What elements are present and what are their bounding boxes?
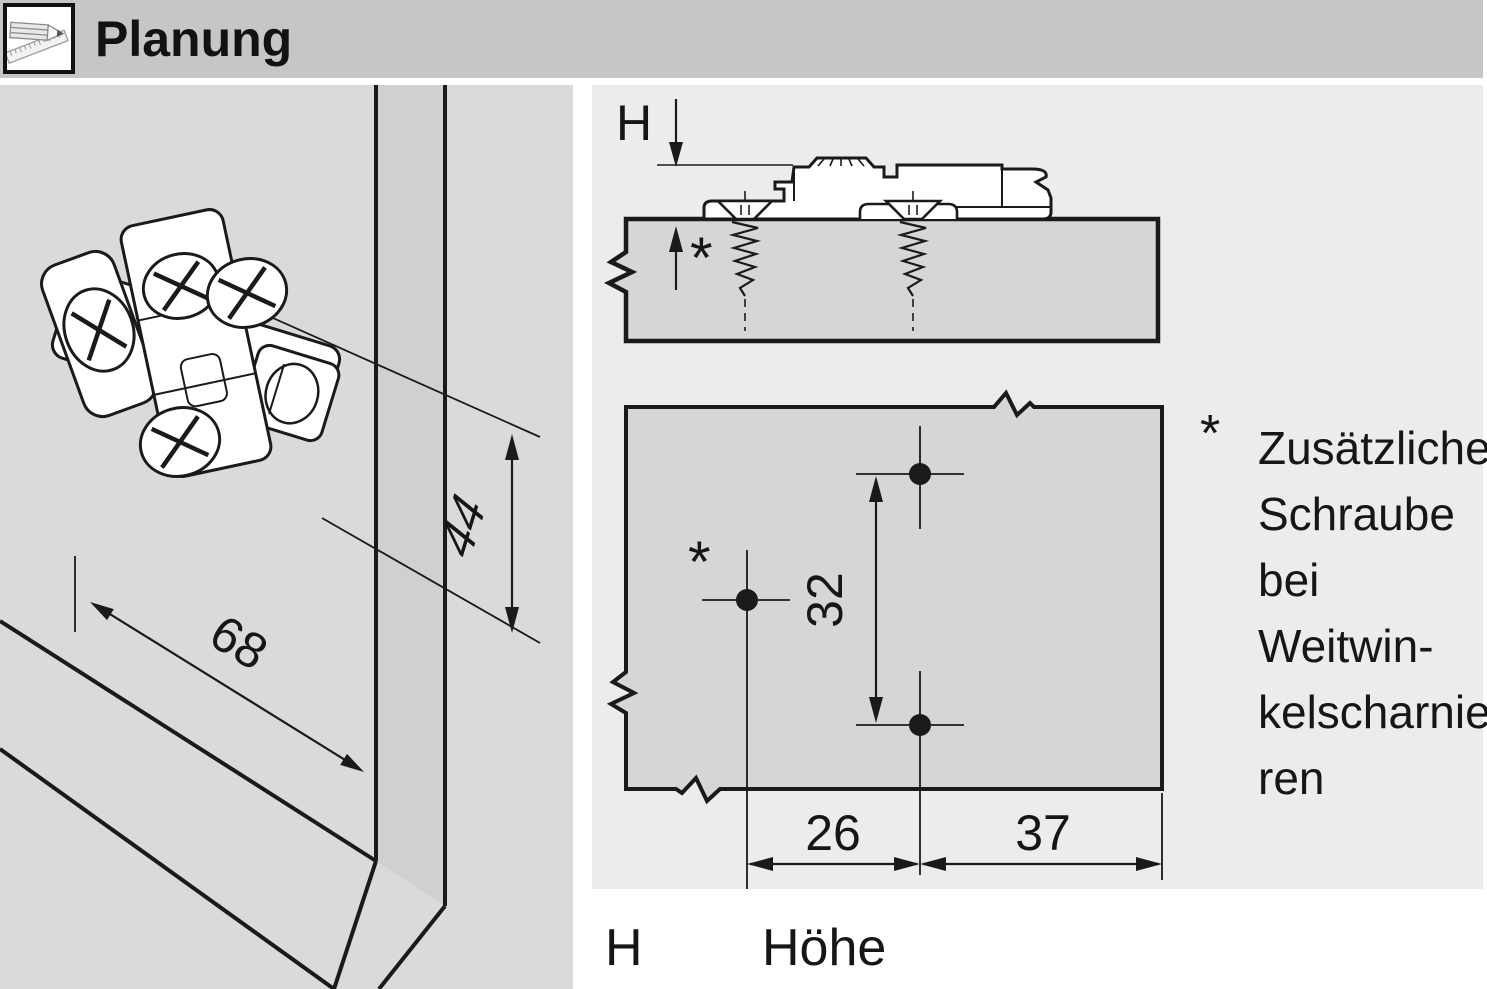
panel-edge-face (376, 85, 445, 906)
cabinet-panel-edges (0, 85, 447, 989)
footnote-line: ren (1258, 752, 1325, 804)
dim-26: 26 (747, 805, 920, 871)
dim-44-extension-lines (236, 301, 541, 644)
footnote-line: bei Weitwin- (1258, 554, 1434, 672)
dim-32-label: 32 (797, 572, 853, 628)
dim-37-label: 37 (1015, 805, 1071, 861)
footnote-line: Zusätzliche (1258, 422, 1487, 474)
plate-screw-left-wing (62, 287, 136, 373)
header-bar: Planung (0, 0, 1483, 78)
dim-37: 37 (920, 793, 1163, 880)
screw-front (714, 191, 776, 331)
height-dimension-arrow (669, 99, 683, 167)
mounting-plate-drawing (40, 208, 342, 478)
top-view-panel (606, 389, 1164, 805)
top-view-footnote-marker: * (688, 530, 711, 595)
pencil-ruler-icon (3, 3, 75, 74)
footnote-marker: * (1200, 405, 1221, 463)
legend-label: Höhe (762, 919, 887, 977)
drill-hole-additional-screw (736, 589, 758, 611)
side-view-height-label: H (616, 95, 652, 151)
side-view-diagram: H * (603, 95, 1161, 344)
drill-hole-bottom (909, 714, 931, 736)
planning-diagrams: H * * 32 (592, 85, 1483, 889)
plate-cam-boss (817, 158, 865, 167)
drill-hole-top (909, 463, 931, 485)
side-view-footnote-marker: * (690, 226, 713, 291)
top-view-diagram: * 32 26 37 (606, 389, 1164, 889)
footnote-text: Zusätzliche Schraube bei Weitwin- kelsch… (1258, 415, 1487, 811)
cabinet-iso-svg: 44 68 (0, 85, 573, 989)
plate-screw-top-right (205, 257, 289, 329)
plate-screw-top-middle (141, 252, 221, 320)
side-view-panel (603, 216, 1161, 344)
left-drawing-background (0, 85, 573, 989)
plate-screw-bottom (138, 406, 222, 478)
footnote-line: kelscharnie- (1258, 686, 1487, 738)
additional-screw-depth-arrow (669, 226, 683, 290)
side-view-plate-profile (702, 156, 1053, 221)
planning-diagrams-svg: H * * 32 (592, 85, 1483, 889)
dim-26-label: 26 (805, 805, 861, 861)
footnote-line: Schraube (1258, 488, 1455, 540)
legend-symbol: H (605, 919, 643, 977)
cabinet-iso-drawing: 44 68 (0, 85, 573, 989)
dim-32: 32 (797, 476, 883, 723)
pencil-ruler-icon-graphic (7, 21, 69, 65)
page-title: Planung (95, 11, 293, 67)
